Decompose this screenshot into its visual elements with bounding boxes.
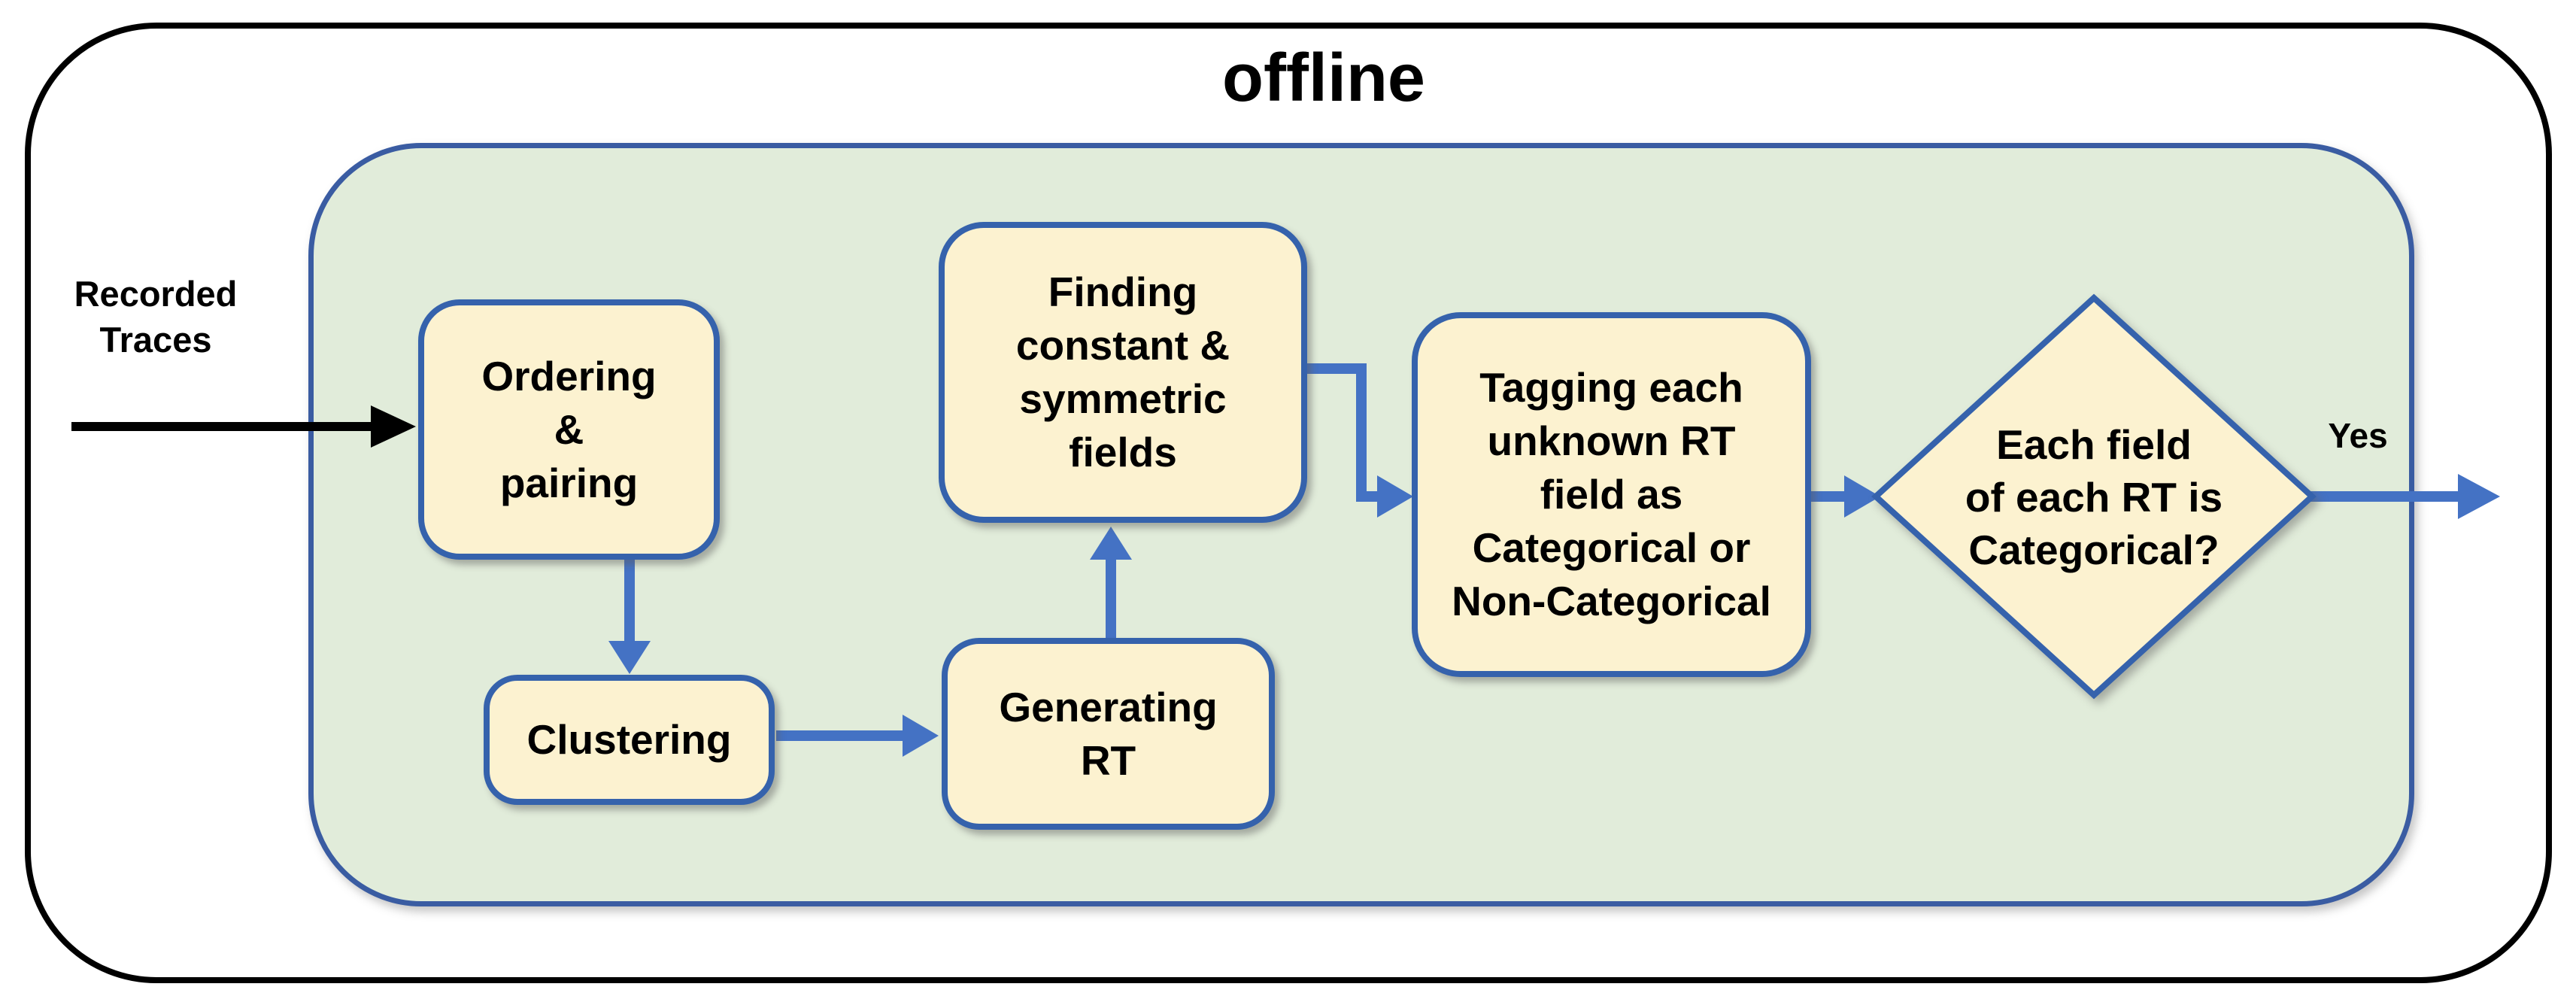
node-text-line: symmetric: [1019, 375, 1227, 422]
node-text-line: Each field: [1996, 421, 2192, 468]
node-text-line: Clustering: [526, 716, 732, 763]
arrow-shaft: [1356, 363, 1367, 502]
node-text-line: Generating: [999, 683, 1218, 730]
node-text-line: Finding: [1048, 269, 1198, 315]
arrowhead-right-icon: [1377, 475, 1413, 518]
node-text-line: RT: [1080, 736, 1136, 784]
arrow-shaft: [71, 422, 372, 431]
recorded-traces-label: Recorded Traces: [30, 271, 281, 363]
node-text-line: Categorical?: [1968, 527, 2219, 573]
arrow-shaft: [1106, 558, 1116, 639]
node-text-line: &: [554, 405, 584, 453]
node-text-line: pairing: [499, 459, 639, 506]
node-text-line: of each RT is: [1965, 474, 2223, 521]
recorded-traces-line: Traces: [99, 320, 212, 360]
arrow-shaft: [1306, 363, 1367, 374]
arrowhead-right-icon: [903, 715, 939, 757]
node-tagging-unknown-rt-fields: Tagging each unknown RT field as Categor…: [1412, 312, 1811, 677]
node-text-line: fields: [1069, 429, 1177, 475]
arrowhead-up-icon: [1090, 527, 1132, 560]
arrow-shaft: [776, 730, 904, 741]
arrowhead-down-icon: [608, 641, 651, 674]
recorded-traces-line: Recorded: [74, 274, 238, 314]
node-text-line: Ordering: [481, 352, 657, 399]
node-generating-rt: Generating RT: [942, 638, 1275, 830]
arrow-shaft: [624, 558, 635, 642]
node-text-line: unknown RT: [1487, 417, 1736, 464]
node-clustering: Clustering: [484, 675, 775, 805]
node-text-line: Categorical or: [1472, 524, 1751, 571]
arrowhead-right-icon: [2458, 474, 2500, 519]
arrow-shaft: [1811, 491, 1847, 502]
yes-edge-label: Yes: [2328, 416, 2388, 455]
node-text-line: Tagging each: [1479, 364, 1743, 411]
arrow-shaft: [1356, 491, 1379, 502]
arrow-shaft: [2309, 491, 2461, 502]
node-finding-constant-symmetric-fields: Finding constant & symmetric fields: [939, 222, 1307, 523]
node-decision-each-field-categorical: Each field of each RT is Categorical?: [1906, 418, 2282, 576]
diagram-title: offline: [1222, 41, 1425, 116]
node-text-line: constant &: [1015, 322, 1230, 369]
node-ordering-pairing: Ordering & pairing: [418, 299, 720, 560]
node-text-line: field as: [1540, 471, 1683, 518]
arrowhead-right-icon: [371, 405, 416, 448]
decision-diamond-shape: [1871, 293, 2317, 700]
node-text-line: Non-Categorical: [1452, 578, 1771, 624]
